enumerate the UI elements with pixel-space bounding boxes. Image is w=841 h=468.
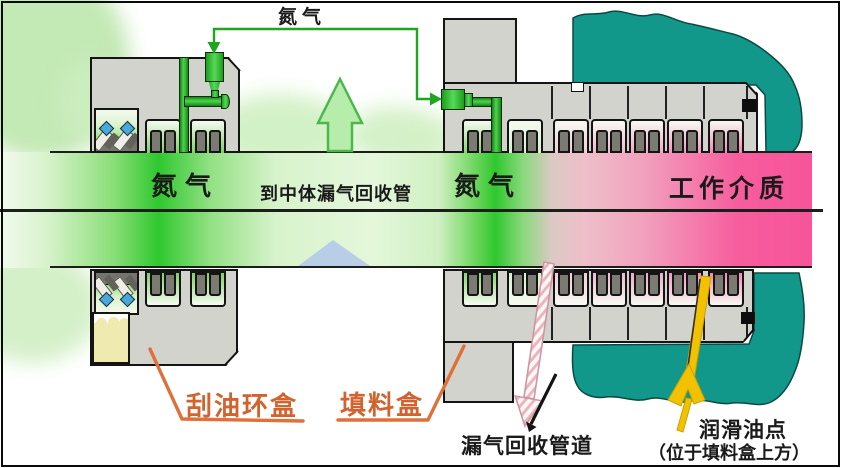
packing-cup (648, 273, 661, 296)
packing-cup (610, 130, 623, 153)
oil-wave (96, 318, 107, 329)
chamber-divider (665, 307, 667, 340)
label-nitrogen-right: 氮气 (454, 171, 523, 201)
packing-pocket (591, 119, 627, 153)
nitrogen-supply-line (212, 27, 430, 101)
chamber-divider (703, 86, 705, 119)
packing-cup (686, 130, 699, 153)
bolt-block-lower (741, 312, 755, 324)
packing-cup (727, 273, 740, 296)
packing-cup (511, 273, 524, 296)
chamber-divider (589, 307, 591, 340)
packing-pocket (667, 271, 703, 307)
packing-cup (557, 130, 570, 153)
scraper-pocket (190, 119, 226, 153)
packing-cup (595, 130, 608, 153)
label-working-medium: 工作介质 (669, 175, 790, 203)
packing-cup (610, 273, 623, 296)
pipe-end-cap (221, 94, 230, 109)
scraper-pocket (145, 119, 181, 153)
valve-stem-left (211, 90, 219, 98)
scraper-chamber-upper (94, 108, 139, 153)
oil-collector-cup (92, 312, 130, 364)
label-leak-recovery-pipeline: 漏气回收管道 (461, 435, 593, 458)
shaft-bottom-line (50, 266, 812, 268)
chamber-divider (589, 86, 591, 119)
bolt-block-upper (742, 99, 756, 112)
packing-cup (466, 273, 479, 296)
label-lube-point-note: （位于填料盒上方） (648, 443, 810, 463)
chamber-divider (627, 86, 629, 119)
nitrogen-valve-right (441, 89, 465, 110)
nitrogen-valve-left (205, 52, 224, 82)
packing-cup (466, 130, 479, 153)
scraper-pocket (145, 271, 181, 307)
packing-cup (633, 130, 646, 153)
packing-cup (164, 130, 177, 153)
packing-pocket (553, 271, 589, 307)
packing-pocket (591, 271, 627, 307)
packing-cup (633, 273, 646, 296)
packing-cup (194, 130, 207, 153)
nitrogen-pipe-vertical-right (491, 97, 502, 153)
label-nitrogen-left: 氮气 (151, 171, 220, 201)
packing-cup (149, 130, 162, 153)
chamber-divider (551, 86, 553, 119)
packing-pocket (629, 119, 665, 153)
packing-flange-upper (443, 18, 517, 84)
packing-cup (557, 273, 570, 296)
packing-pocket (462, 271, 498, 307)
oil-wave (108, 317, 119, 328)
label-lube-point: 润滑油点 (699, 419, 787, 442)
lube-arrowhead-up (667, 362, 706, 407)
scraper-chamber-lower (94, 271, 139, 315)
packing-cup (727, 130, 740, 153)
packing-cup (712, 130, 725, 153)
packing-cup (712, 273, 725, 296)
packing-pocket (553, 119, 589, 153)
housing-notch (571, 82, 584, 92)
packing-pocket (507, 271, 543, 307)
packing-cup (481, 273, 494, 296)
lube-arrow-tail (676, 397, 693, 433)
label-packing-box: 填料盒 (340, 390, 425, 420)
packing-cup (686, 273, 699, 296)
chamber-divider (703, 307, 705, 340)
packing-cup (164, 273, 177, 296)
packing-pocket (708, 119, 744, 153)
packing-pocket (507, 119, 543, 153)
packing-cup (595, 273, 608, 296)
leak-black-arrow (529, 373, 558, 425)
packing-cup (572, 130, 585, 153)
packing-cup (572, 273, 585, 296)
scraper-pocket (190, 271, 226, 307)
packing-cup (209, 130, 222, 153)
packing-pocket (629, 271, 665, 307)
packing-cup (149, 273, 162, 296)
packing-box-lower (443, 269, 754, 343)
label-nitrogen-supply: 氮气 (278, 7, 327, 28)
packing-cup (671, 273, 684, 296)
packing-cup (648, 130, 661, 153)
rod-centerline (0, 209, 823, 212)
label-mid-recovery-pipe: 到中体漏气回收管 (260, 184, 412, 204)
packing-cup (526, 273, 539, 296)
packing-cup (511, 130, 524, 153)
chamber-divider (627, 307, 629, 340)
leak-recovery-arrowhead (514, 394, 545, 428)
packing-cup (209, 273, 222, 296)
packing-pocket (667, 119, 703, 153)
packing-cup (671, 130, 684, 153)
packing-cup (194, 273, 207, 296)
collected-oil (94, 323, 128, 362)
chamber-divider (551, 307, 553, 340)
label-scraper-ring-box: 刮油环盒 (186, 391, 299, 421)
chamber-divider (665, 86, 667, 119)
oil-wave (119, 318, 128, 329)
packing-pocket (708, 271, 744, 307)
packing-cup (526, 130, 539, 153)
